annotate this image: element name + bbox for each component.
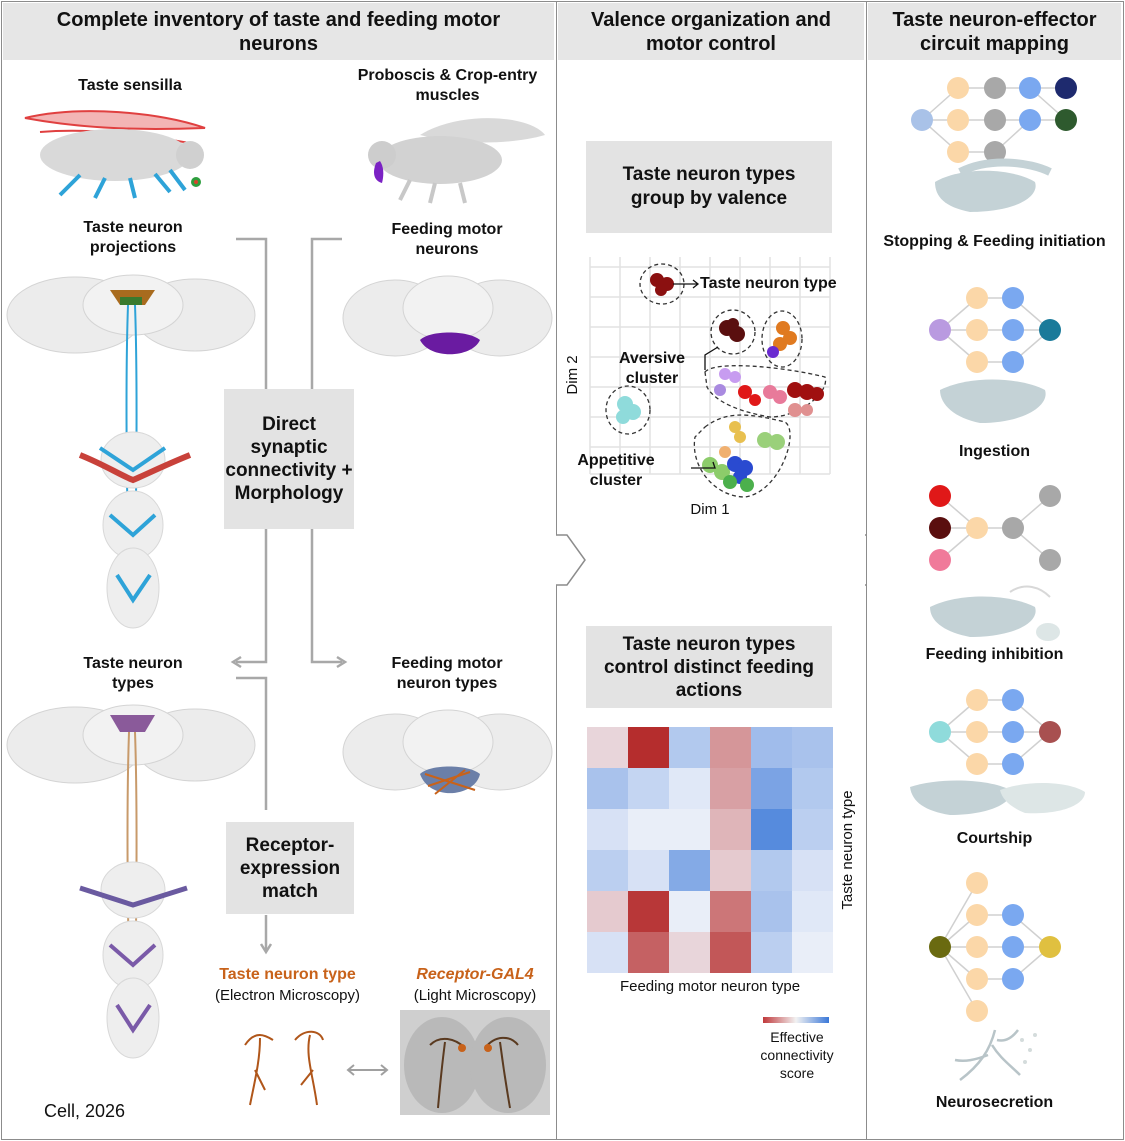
heatmap-cell (710, 932, 751, 973)
colorbar-label: Effective connectivity score (760, 1029, 834, 1081)
double-arrow (346, 1064, 389, 1076)
heatmap-cell (792, 809, 833, 850)
valence-box: Taste neuron types group by valence (586, 141, 832, 233)
heatmap-cell (792, 727, 833, 768)
heatmap-cell (628, 891, 669, 932)
citation: Cell, 2026 (44, 1101, 126, 1121)
heatmap-ylabel: Taste neuron type (839, 790, 856, 910)
lm-subtitle: (Light Microscopy) (413, 987, 537, 1004)
heatmap-cell (669, 727, 710, 768)
method-connectivity-box: Direct synaptic connectivity + Morpholog… (224, 389, 354, 529)
lm-gal4-image (400, 1010, 550, 1115)
heatmap-cell (669, 768, 710, 809)
heatmap-cell (751, 850, 792, 891)
dim1-label: Dim 1 (690, 501, 730, 518)
feeding-motor-neurons-label: Feeding motor neurons (391, 221, 503, 258)
behavior-stopping: Stopping & Feeding initiation (883, 233, 1106, 250)
heatmap-cell (751, 727, 792, 768)
circuit-inhibition (929, 485, 1061, 641)
em-neuron-tracing (244, 1030, 324, 1106)
taste-neuron-types-label: Taste neuron types (83, 655, 183, 692)
feeding-motor-brain-illustration (342, 275, 553, 357)
heatmap-xlabel: Feeding motor neuron type (619, 978, 801, 995)
valence-scatter (589, 257, 831, 498)
circuit-neurosecretion (929, 872, 1061, 1081)
taste-projection-cns-illustration (6, 274, 256, 629)
em-subtitle: (Electron Microscopy) (214, 987, 361, 1004)
circuit-stopping (911, 77, 1077, 212)
heatmap-cell (710, 727, 751, 768)
heatmap-cell (792, 932, 833, 973)
heatmap-cell (792, 768, 833, 809)
heatmap-cell (751, 932, 792, 973)
heatmap-cell (587, 891, 628, 932)
inventory-title: Complete inventory of taste and feeding … (3, 3, 554, 60)
panel-arrow-1 (556, 534, 586, 586)
heatmap-cell (669, 809, 710, 850)
heatmap-cell (710, 850, 751, 891)
heatmap-cell (792, 891, 833, 932)
circuit-ingestion (929, 287, 1061, 423)
heatmap-cell (710, 768, 751, 809)
taste-type-annotation: Taste neuron type (700, 275, 837, 292)
heatmap-cell (710, 809, 751, 850)
behavior-ingestion: Ingestion (958, 443, 1031, 460)
heatmap-cell (628, 727, 669, 768)
behavior-inhibition: Feeding inhibition (925, 646, 1064, 663)
feeding-motor-neuron-types-label: Feeding motor neuron types (391, 655, 503, 692)
mapping-title: Taste neuron-effector circuit mapping (868, 3, 1121, 60)
heatmap-cell (628, 809, 669, 850)
heatmap-cell (587, 768, 628, 809)
heatmap-cell (792, 850, 833, 891)
heatmap-cell (710, 891, 751, 932)
inventory-panel (1, 1, 557, 1140)
behavior-neurosecretion: Neurosecretion (935, 1094, 1054, 1111)
aversive-cluster-label: Aversive cluster (618, 350, 686, 387)
em-title: Taste neuron type (219, 966, 356, 983)
appetitive-cluster-label: Appetitive cluster (577, 452, 655, 489)
heatmap-cell (751, 809, 792, 850)
fly-taste-sensilla-illustration (24, 110, 206, 199)
heatmap-cell (587, 727, 628, 768)
fly-proboscis-illustration (368, 118, 545, 204)
taste-projections-label: Taste neuron projections (83, 219, 183, 256)
heatmap-cell (628, 768, 669, 809)
colorbar (763, 1017, 829, 1023)
heatmap-cell (751, 891, 792, 932)
proboscis-muscles-label: Proboscis & Crop-entry muscles (357, 67, 538, 104)
lm-title: Receptor-GAL4 (416, 966, 534, 983)
connectivity-heatmap (587, 727, 833, 973)
actions-box: Taste neuron types control distinct feed… (586, 626, 832, 708)
heatmap-cell (669, 850, 710, 891)
dim2-label: Dim 2 (564, 355, 581, 395)
taste-sensilla-label: Taste sensilla (78, 77, 182, 94)
heatmap-cell (751, 768, 792, 809)
behavior-courtship: Courtship (956, 830, 1033, 847)
heatmap-cell (628, 932, 669, 973)
method-receptor-box: Receptor-expression match (226, 822, 354, 914)
heatmap-cell (669, 932, 710, 973)
valence-title: Valence organization and motor control (558, 3, 864, 60)
heatmap-cell (587, 809, 628, 850)
heatmap-cell (587, 932, 628, 973)
heatmap-cell (628, 850, 669, 891)
feeding-motor-types-brain-illustration (342, 709, 553, 795)
heatmap-cell (669, 891, 710, 932)
heatmap-cell (587, 850, 628, 891)
circuit-courtship (910, 689, 1085, 815)
taste-neuron-types-cns-illustration (6, 704, 256, 1059)
